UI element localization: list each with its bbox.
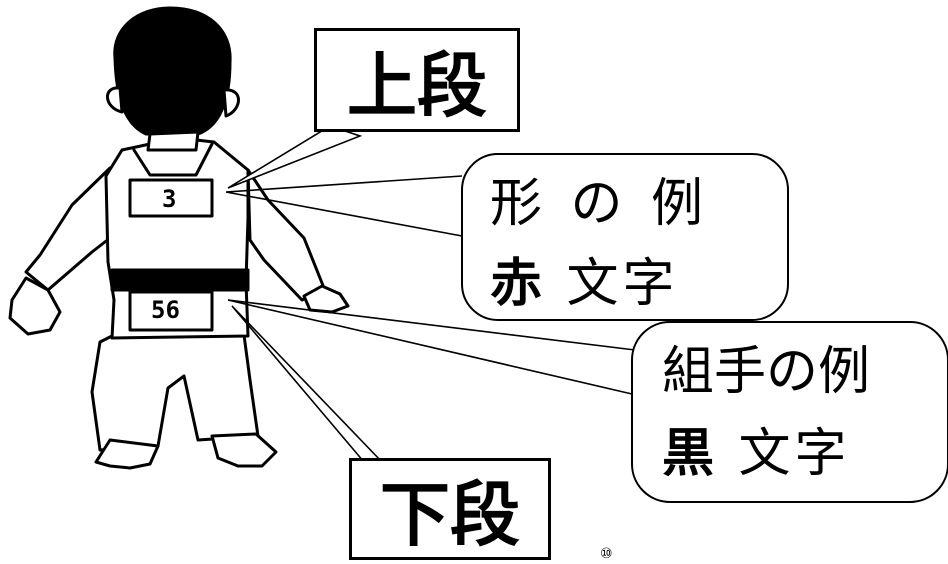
kata-callout-pointer: [225, 175, 463, 237]
judoka-figure: [8, 6, 350, 470]
upper-position-label: 上段: [314, 28, 520, 132]
kata-callout-balloon: [461, 153, 789, 321]
upper-number-tag: 3: [162, 185, 177, 213]
kata-color-note: 赤 文字: [490, 258, 679, 310]
kata-example-title: 形 の 例: [490, 174, 710, 234]
kumite-callout-balloon: [631, 321, 948, 503]
kumite-callout-pointer: [227, 299, 636, 395]
kumite-color-char: 黒: [662, 424, 719, 484]
kata-color-suffix: 文字: [546, 254, 679, 314]
page-number: ⑩: [600, 546, 613, 562]
kumite-color-note: 黒 文字: [662, 428, 851, 480]
kata-color-char: 赤: [490, 254, 547, 314]
lower-position-label: 下段: [349, 458, 551, 560]
kumite-color-suffix: 文字: [718, 424, 851, 484]
lower-number-tag: 56: [151, 296, 180, 324]
upper-label-pointer: [227, 125, 363, 189]
kumite-example-title: 組手の例: [662, 342, 871, 402]
